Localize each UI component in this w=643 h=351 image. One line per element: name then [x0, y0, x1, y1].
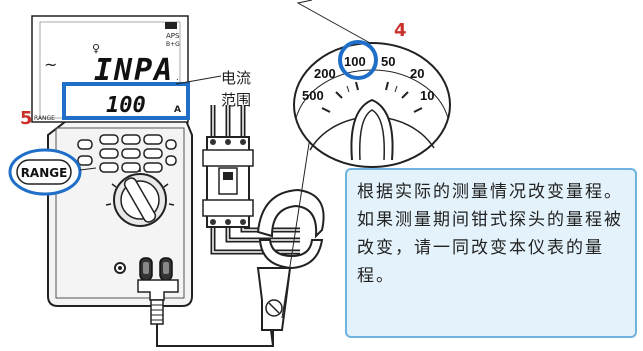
current-range-label-line2: 范围 — [221, 91, 251, 109]
current-range-label-line1: 电流 — [221, 69, 251, 87]
clamp-probe — [256, 188, 325, 347]
lcd-battery-icon — [165, 22, 177, 29]
dial-label-20: 20 — [410, 66, 424, 81]
rotary-switch — [105, 168, 175, 227]
range-button-label: RANGE — [21, 166, 68, 180]
lcd-bulb-icon: ♀ — [92, 42, 100, 55]
lcd-aps-label: APS — [166, 32, 180, 40]
leader-line-dial — [296, 0, 371, 44]
leader-line-probe — [281, 123, 313, 319]
lcd-range-unit: A — [174, 105, 181, 115]
lcd-range-value: 100 — [106, 93, 146, 118]
step-5-number: 5 — [20, 108, 33, 129]
dial-scale-labels: 500 200 100 50 20 10 — [302, 54, 434, 103]
dial-label-50: 50 — [381, 54, 395, 69]
lcd-range-word: RANGE — [34, 115, 55, 122]
instruction-note-box: 根据实际的测量情况改变量程。 如果测量期间钳式探头的量程被改变，请一同改变本仪表… — [345, 168, 637, 338]
lcd-display: ~ ♀ APS B+G INPA . 100 A RANGE — [31, 15, 190, 123]
meter-function-buttons — [77, 134, 177, 173]
leader-line-range-label — [175, 75, 222, 85]
circuit-breaker — [202, 105, 300, 255]
range-dial-callout — [293, 42, 451, 168]
lcd-decimal-dot: . — [176, 73, 179, 83]
clamp-meter-body — [47, 117, 274, 347]
dial-label-200: 200 — [314, 66, 336, 81]
dial-label-10: 10 — [420, 88, 434, 103]
dial-label-500: 500 — [302, 88, 324, 103]
step-4-number: 4 — [394, 20, 407, 41]
note-paragraph-1: 根据实际的测量情况改变量程。 — [357, 182, 623, 202]
lcd-aps-sub: B+G — [166, 41, 180, 48]
note-paragraph-2: 如果测量期间钳式探头的量程被改变，请一同改变本仪表的量程。 — [357, 210, 623, 286]
input-terminals — [114, 257, 173, 281]
probe-plug — [137, 279, 274, 347]
lcd-range-highlight — [62, 82, 190, 120]
range-button-callout: RANGE — [8, 148, 97, 196]
dial-selected-highlight — [338, 40, 378, 80]
lcd-ac-symbol: ~ — [44, 55, 57, 74]
dial-label-100: 100 — [344, 54, 366, 69]
